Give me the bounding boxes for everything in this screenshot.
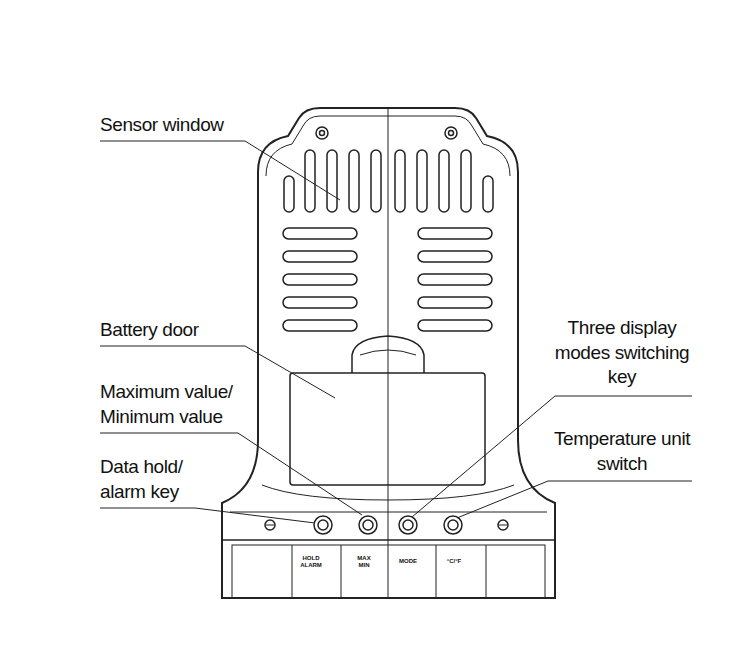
vent-slot xyxy=(418,251,492,262)
part-label: Sensor window xyxy=(100,113,270,138)
vent-slot xyxy=(283,320,357,331)
vent-slot xyxy=(418,320,492,331)
vent-slot xyxy=(418,297,492,308)
vent-slot xyxy=(283,297,357,308)
vent-slot xyxy=(418,274,492,285)
key-label: HOLD ALARM xyxy=(298,555,324,569)
part-label: Three display modes switching key xyxy=(552,316,692,390)
key-label: °C/°F xyxy=(440,558,468,565)
vent-slot xyxy=(371,150,381,212)
vent-slot xyxy=(395,150,405,212)
vent-slot xyxy=(417,150,427,212)
vent-slot xyxy=(327,150,337,212)
part-label: Battery door xyxy=(100,318,270,343)
vent-slot xyxy=(418,228,492,239)
key-label: MODE xyxy=(392,558,424,565)
vent-slot xyxy=(349,150,359,212)
vent-slot xyxy=(283,228,357,239)
vent-slot xyxy=(283,251,357,262)
vent-slot xyxy=(283,274,357,285)
vent-slot xyxy=(284,176,294,212)
part-label: Temperature unit switch xyxy=(552,427,692,476)
vent-slot xyxy=(439,150,449,212)
part-label: Data hold/ alarm key xyxy=(100,455,208,504)
part-label: Maximum value/ Minimum value xyxy=(100,380,250,429)
vent-slot xyxy=(461,150,471,212)
key-label: MAX MIN xyxy=(354,555,374,569)
vent-slot xyxy=(483,176,493,212)
